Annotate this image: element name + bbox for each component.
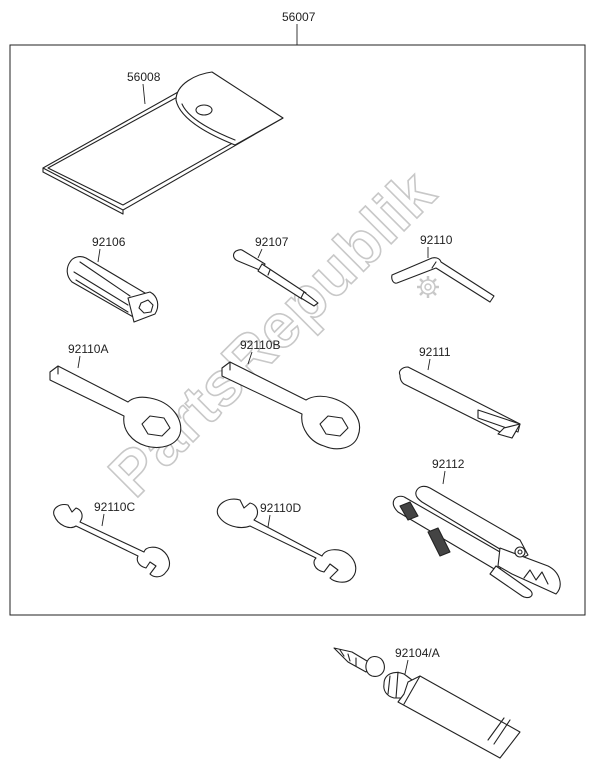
tool-screwdriver xyxy=(233,249,319,307)
label-92104A: 92104/A xyxy=(395,646,440,660)
tool-ring-spanner-b xyxy=(221,361,360,450)
tool-open-spanner-c xyxy=(53,504,171,578)
label-92107: 92107 xyxy=(255,235,289,249)
label-56008: 56008 xyxy=(127,70,161,84)
tool-pouch xyxy=(42,71,284,215)
label-92110: 92110 xyxy=(420,233,453,247)
watermark-gear-icon xyxy=(417,276,439,298)
label-92110D: 92110D xyxy=(260,501,301,515)
tool-hex-key xyxy=(391,257,495,303)
kit-frame xyxy=(9,24,586,616)
label-56007: 56007 xyxy=(282,10,316,24)
label-92110A: 92110A xyxy=(68,342,108,356)
label-92112: 92112 xyxy=(432,457,465,471)
tool-extension-bar xyxy=(398,366,521,439)
watermark-text: PartsRepublik xyxy=(96,157,449,510)
label-92111: 92111 xyxy=(419,345,451,359)
watermark: PartsRepublik xyxy=(95,156,449,510)
tool-socket-driver xyxy=(66,256,159,323)
label-92110C: 92110C xyxy=(94,500,135,514)
label-92110B: 92110B xyxy=(240,338,280,352)
tool-pliers xyxy=(392,485,561,599)
tool-ring-spanner-a xyxy=(49,365,182,449)
tool-open-spanner-d xyxy=(216,498,357,583)
tool-grease-tube xyxy=(333,647,521,759)
label-92106: 92106 xyxy=(92,235,126,249)
